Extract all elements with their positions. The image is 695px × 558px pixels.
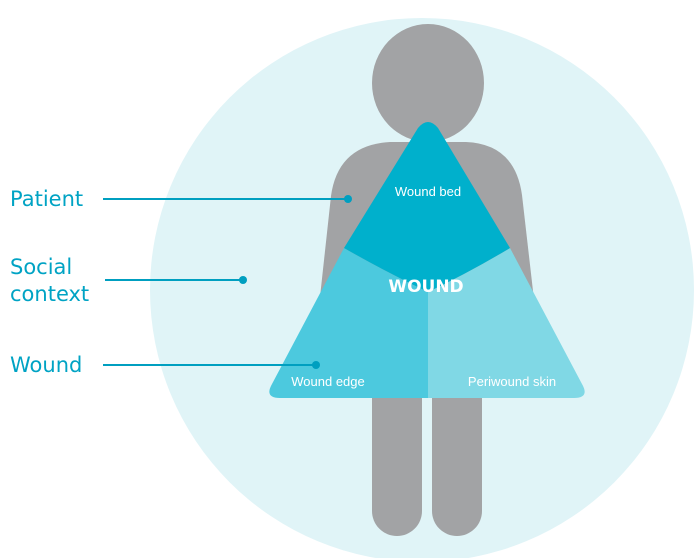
wound-bed-label: Wound bed [395, 184, 461, 199]
wound-bed-region [344, 122, 510, 292]
wound-leader-dot [312, 361, 320, 369]
wound-edge-label: Wound edge [291, 374, 365, 389]
social-context-label-line-2: context [10, 282, 90, 306]
patient-leader-dot [344, 195, 352, 203]
patient-label: Patient [10, 187, 84, 211]
patient-head [372, 24, 484, 142]
periwound-skin-label: Periwound skin [468, 374, 556, 389]
social-context-label: Social context [10, 254, 89, 308]
wound-center-label: WOUND [388, 277, 463, 297]
social-context-label-line-1: Social [10, 255, 73, 279]
wound-label: Wound [10, 353, 83, 377]
leader-lines [103, 195, 352, 369]
wound-triangle: Wound bed WOUND Wound edge Periwound ski… [269, 122, 585, 398]
wound-edge-region [269, 248, 428, 398]
periwound-skin-region [428, 248, 585, 398]
social-leader-dot [239, 276, 247, 284]
